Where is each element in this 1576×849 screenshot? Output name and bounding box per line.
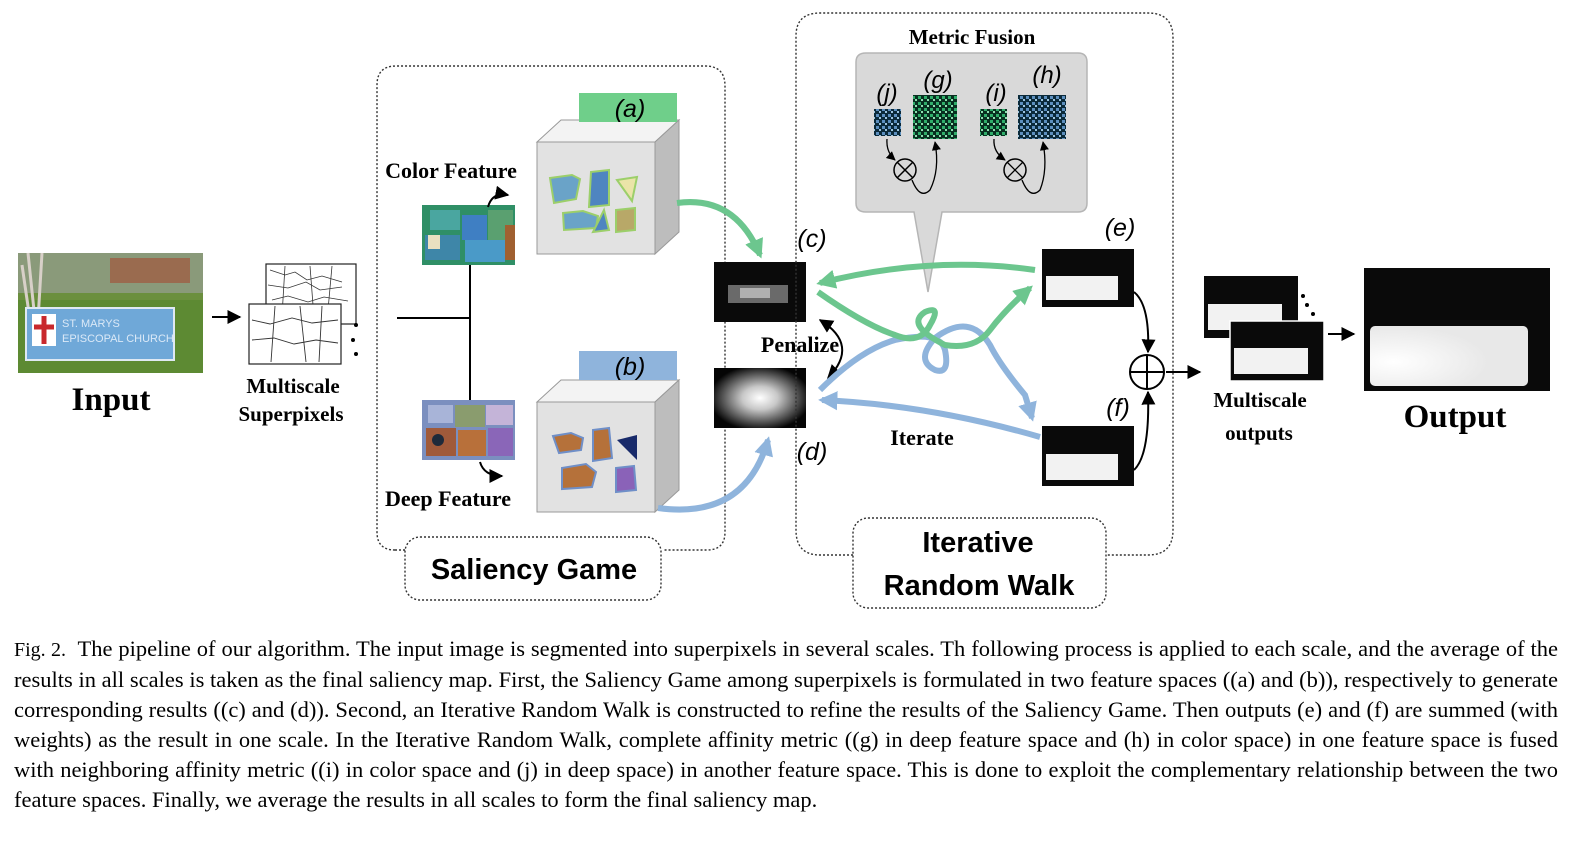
label-j: (j) (876, 80, 897, 107)
svg-text:ST. MARYS: ST. MARYS (62, 318, 120, 330)
metric-fusion-label: Metric Fusion (909, 25, 1036, 49)
label-a: (a) (615, 95, 646, 123)
label-b: (b) (615, 353, 646, 381)
multiscale-superpixels-label-2: Superpixels (238, 402, 343, 426)
label-e: (e) (1105, 214, 1136, 242)
figure-number: Fig. 2. (14, 639, 66, 661)
iterate-label: Iterate (890, 425, 954, 450)
label-d: (d) (797, 438, 828, 466)
e-to-sum-arrow (1133, 291, 1156, 354)
caption-text: The pipeline of our algorithm. The input… (14, 636, 1558, 812)
multiscale-outputs-stack (1204, 276, 1325, 382)
label-i: (i) (985, 80, 1006, 107)
label-h: (h) (1032, 62, 1061, 89)
game-cube-color (535, 118, 681, 256)
multiscale-outputs-label-1: Multiscale (1213, 388, 1306, 412)
metric-g-heatmap (913, 95, 957, 139)
blue-walk-curve (817, 323, 1037, 422)
label-a-tag (579, 93, 677, 122)
metric-h-heatmap (1018, 95, 1066, 139)
f-to-sum-arrow (1133, 390, 1156, 471)
saliency-game-label-box (404, 536, 662, 601)
label-g: (g) (923, 67, 952, 94)
label-f: (f) (1106, 394, 1130, 422)
input-label: Input (72, 382, 151, 418)
green-arrow-e-to-c (816, 261, 1036, 289)
result-f-map (1042, 426, 1134, 486)
blue-arrow-to-d (657, 436, 773, 513)
saliency-game-box (376, 65, 726, 551)
label-c: (c) (797, 225, 826, 253)
blue-arrow-f-to-d (818, 391, 1041, 440)
result-d-map (714, 368, 806, 428)
penalize-arrow (818, 319, 844, 380)
iterative-random-walk-label-box (852, 517, 1107, 609)
result-e-map (1042, 249, 1134, 307)
metric-i-heatmap (980, 109, 1007, 136)
saliency-game-label: Saliency Game (431, 554, 637, 586)
multiscale-superpixels-label-1: Multiscale (246, 374, 339, 398)
iterative-random-walk-label-1: Iterative (922, 527, 1033, 559)
penalize-label: Penalize (761, 332, 839, 357)
fusion-op-right (993, 138, 1049, 194)
final-output-map (1364, 268, 1550, 391)
color-feature-arrow (487, 185, 510, 208)
output-label: Output (1404, 399, 1507, 435)
color-feature-label: Color Feature (385, 158, 517, 183)
svg-text:EPISCOPAL CHURCH: EPISCOPAL CHURCH (62, 333, 174, 345)
iterative-random-walk-label-2: Random Walk (884, 570, 1076, 602)
green-arrow-to-c (676, 199, 763, 259)
green-walk-curve (816, 285, 1033, 349)
deep-feature-arrow (479, 461, 504, 483)
deep-feature-label: Deep Feature (385, 486, 511, 511)
label-b-tag (579, 351, 677, 380)
multiscale-superpixels-stack (248, 263, 358, 365)
iterative-random-walk-box (795, 12, 1174, 556)
sum-operator (1129, 354, 1165, 390)
metric-j-heatmap (874, 109, 901, 136)
deep-feature-image (422, 400, 515, 460)
fusion-op-left (885, 138, 941, 194)
game-cube-deep (535, 378, 681, 514)
figure-caption: Fig. 2. The pipeline of our algorithm. T… (14, 634, 1558, 815)
multiscale-outputs-label-2: outputs (1225, 421, 1293, 445)
input-image: ST. MARYS EPISCOPAL CHURCH (18, 252, 203, 373)
color-feature-image (422, 205, 515, 265)
result-c-map (714, 262, 806, 322)
